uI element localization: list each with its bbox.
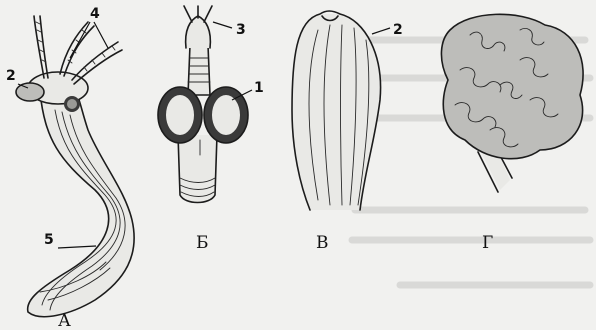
callout-3: 3 [236,22,246,38]
figure-label-b: Б [196,233,209,253]
callout-2-figure-v: 2 [393,22,403,38]
figure-b-organism [158,6,248,203]
figure-label-v: В [316,233,329,253]
callout-5: 5 [44,232,54,248]
figure-v-organism [292,11,381,210]
figure-g-organism [441,14,583,192]
callout-2-figure-a: 2 [6,68,16,84]
figure-label-g: Г [482,233,493,253]
callout-1: 1 [254,80,264,96]
figure-a-organism [16,16,134,317]
figure-label-a: А [58,311,71,330]
callout-4: 4 [90,6,100,22]
